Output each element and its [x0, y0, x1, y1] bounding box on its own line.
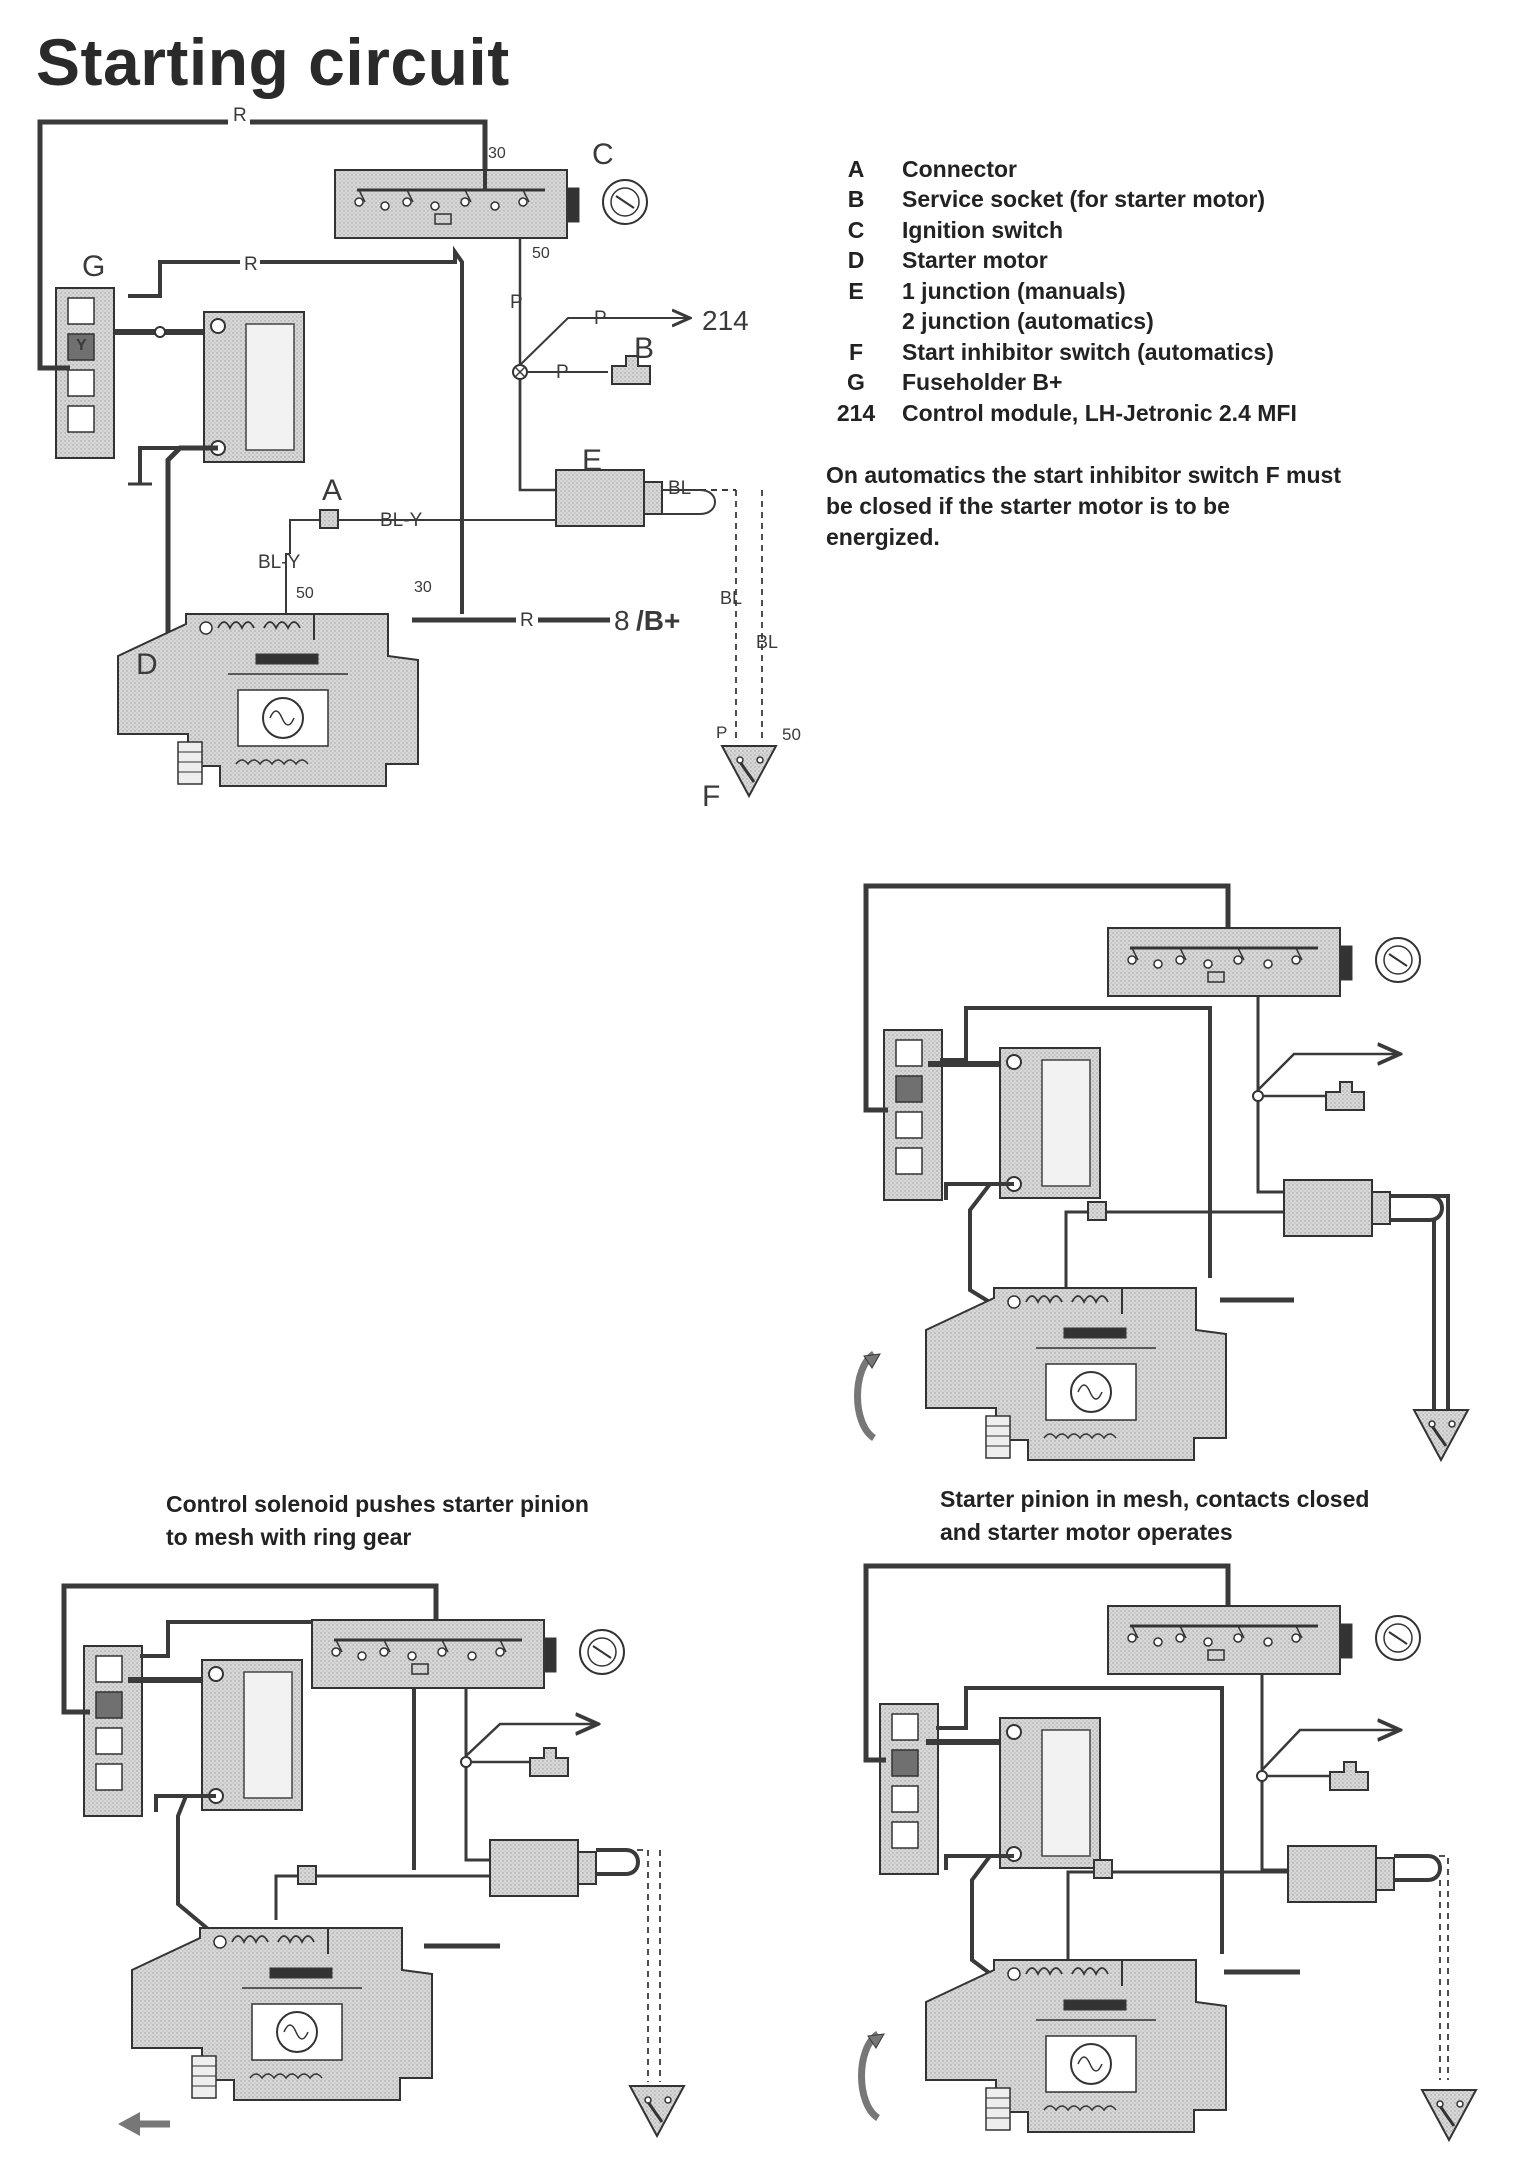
legend-row: 214 Control module, LH-Jetronic 2.4 MFI — [810, 398, 1297, 429]
terminal-label: 30 — [414, 579, 432, 596]
legend-key: E — [848, 277, 864, 304]
terminal-label: P — [716, 723, 727, 742]
terminal-label: 30 — [488, 145, 506, 162]
legend-row: A Connector — [810, 154, 1297, 185]
legend-row: D Starter motor — [810, 246, 1297, 277]
module-ref: 214 — [702, 305, 749, 336]
component-letter-b: B — [634, 332, 654, 365]
wire-label: BL-Y — [380, 510, 423, 531]
legend-row: C Ignition switch — [810, 215, 1297, 246]
diagram-motor-operates — [862, 1563, 1478, 2142]
legend-key: A — [847, 155, 865, 182]
legend-key: D — [847, 247, 865, 274]
legend-text: Starter motor — [902, 247, 1048, 274]
legend-text: Service socket (for starter motor) — [902, 186, 1266, 213]
main-diagram-labels: R R 30 50 P P P 214 BL BL-Y BL-Y 50 30 R… — [76, 105, 801, 813]
legend-key: B — [847, 186, 865, 213]
wire-label: R — [520, 610, 534, 631]
legend-key: C — [847, 216, 865, 243]
wire-label: P — [594, 308, 607, 329]
legend-row: E 1 junction (manuals) — [810, 276, 1297, 307]
wire-label: BL — [756, 632, 778, 652]
wire-label: R — [244, 254, 258, 275]
component-letter-g: G — [82, 250, 105, 283]
caption-pinion: Starter pinion in mesh, contacts closed … — [940, 1486, 1370, 1545]
wire-label: P — [510, 292, 523, 313]
legend-row: F Start inhibitor switch (automatics) — [810, 337, 1297, 368]
automatics-note: On automatics the start inhibitor switch… — [826, 462, 1341, 550]
legend-text: Connector — [902, 155, 1017, 182]
wire-label: BL — [668, 478, 691, 499]
component-letter-a: A — [322, 474, 342, 507]
component-letter-e: E — [582, 444, 602, 477]
legend-text: Fuseholder B+ — [902, 369, 1063, 396]
legend-key: F — [848, 338, 864, 365]
page-title: Starting circuit — [36, 25, 510, 99]
legend-key: G — [847, 369, 865, 396]
legend-row: B Service socket (for starter motor) — [810, 185, 1297, 216]
wire-label: BL — [720, 588, 742, 608]
legend-row: G Fuseholder B+ — [810, 368, 1297, 399]
fuse-label: Y — [76, 337, 87, 354]
diagram-key-turned — [858, 883, 1470, 1462]
legend-row: 2 junction (automatics) — [810, 307, 1297, 338]
terminal-label: 50 — [782, 725, 801, 744]
wire-label: R — [233, 105, 247, 126]
diagram-solenoid-pushes — [61, 1583, 686, 2138]
component-letter-d: D — [136, 648, 158, 681]
legend-text: 2 junction (automatics) — [902, 308, 1154, 335]
legend-text: Control module, LH-Jetronic 2.4 MFI — [902, 399, 1297, 426]
terminal-label: 50 — [532, 245, 550, 262]
main-diagram — [37, 110, 778, 798]
wire-label: P — [556, 362, 569, 383]
wire-label: BL-Y — [258, 552, 301, 573]
legend-text: 1 junction (manuals) — [902, 277, 1126, 304]
legend-text: Start inhibitor switch (automatics) — [902, 338, 1274, 365]
ref-8: 8 — [614, 605, 630, 636]
ref-bplus: /B+ — [636, 605, 680, 636]
component-letter-c: C — [592, 138, 614, 171]
legend: A Connector B Service socket (for starter … — [810, 154, 1297, 429]
terminal-label: 50 — [296, 585, 314, 602]
legend-text: Ignition switch — [902, 216, 1063, 243]
caption-solenoid: Control solenoid pushes starter pinion t… — [166, 1491, 589, 1550]
legend-key: 214 — [836, 399, 876, 426]
component-letter-f: F — [702, 780, 720, 813]
